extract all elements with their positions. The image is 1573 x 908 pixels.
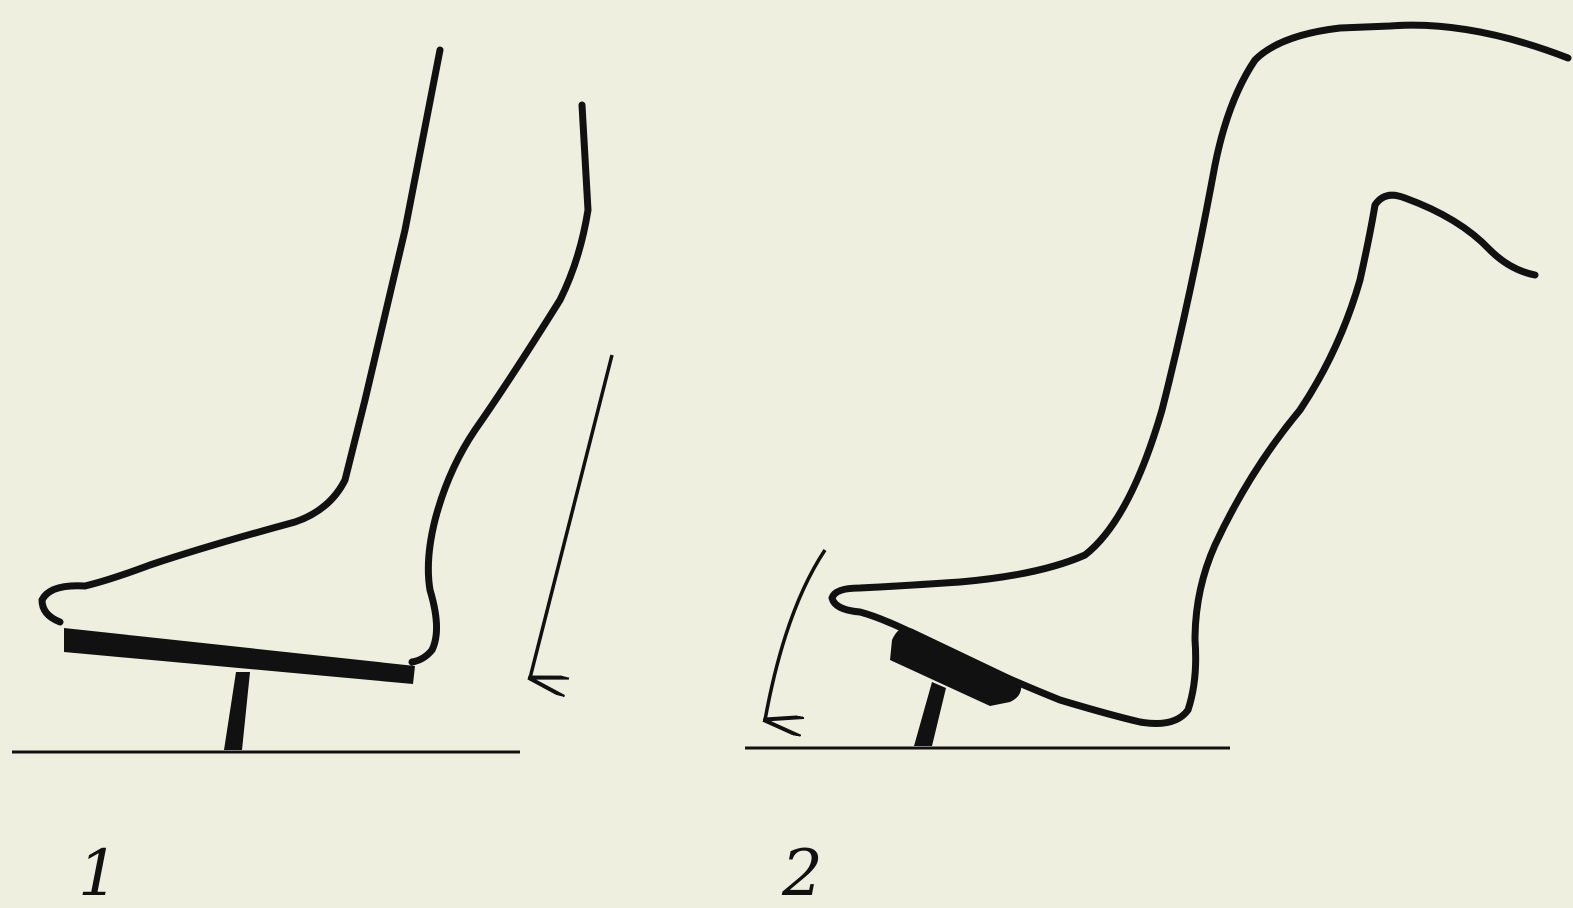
panel-1	[12, 50, 612, 752]
foot-outline-1	[42, 50, 588, 662]
arrow-curved-down	[765, 550, 825, 720]
panel-2	[745, 25, 1568, 748]
pedal-stem-2	[914, 682, 946, 746]
panel-label-2: 2	[782, 842, 823, 906]
arrow-straight-down	[530, 355, 612, 678]
leg-outline-2	[832, 25, 1568, 723]
pedal-stem-1	[224, 672, 250, 750]
panel-label-1: 1	[78, 842, 119, 906]
pedal-plate-2	[890, 628, 1021, 706]
